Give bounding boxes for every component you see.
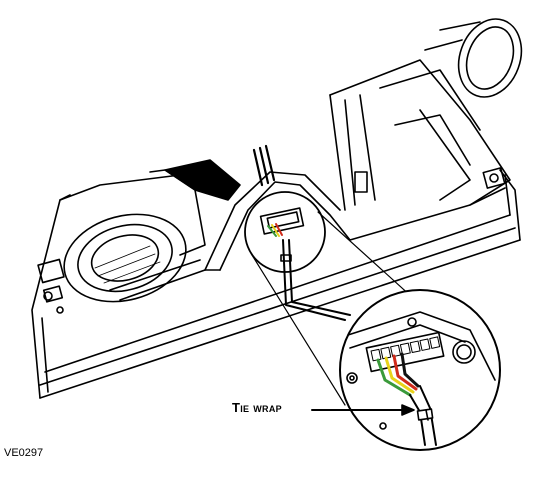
detail-enlargement <box>339 289 501 451</box>
figure-code: VE0297 <box>4 447 44 459</box>
terminal-block-small <box>244 191 351 321</box>
tie-wrap-pointer <box>311 404 415 416</box>
unit-housing <box>31 169 521 399</box>
motor-housing <box>329 18 523 211</box>
magnify-source-circle <box>244 191 326 273</box>
tie-wrap-label: Tie wrap <box>232 400 282 415</box>
terminal-block-enlarged <box>365 331 445 446</box>
supply-wires <box>252 144 276 187</box>
blower-assembly <box>37 159 241 314</box>
